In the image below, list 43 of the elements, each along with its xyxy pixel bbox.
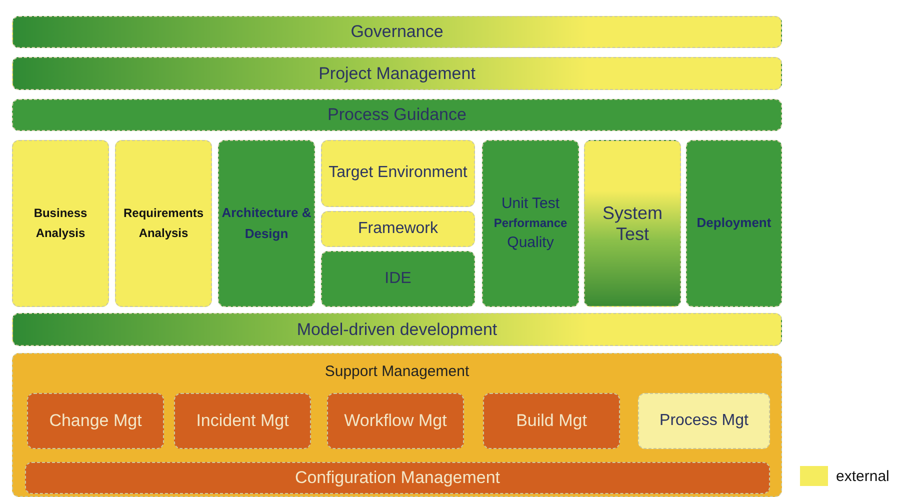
layer-band [12,16,782,48]
node-label: IDE [384,270,412,288]
legend-label: external [836,468,890,484]
node-label: Quality [507,234,554,252]
node-label: Framework [358,220,438,238]
activity-box [321,140,475,207]
activity-box [321,211,475,247]
node-label: Governance [350,22,444,42]
node-label: Model-driven development [296,320,498,340]
layer-band [12,57,782,90]
node-label: Performance [494,216,568,230]
activity-box [482,140,579,307]
process-box [174,393,311,449]
node-label: Workflow Mgt [344,411,447,431]
process-box [25,462,770,494]
node-label: Deployment [696,214,772,232]
activity-box [12,140,109,307]
group-title: Support Management [324,363,470,380]
node-label: Project Management [318,64,476,84]
node-label: System Test [601,202,664,244]
node-label: Architecture & Design [220,204,312,243]
node-label: Requirements Analysis [122,205,205,242]
node-label: Target Environment [328,164,468,183]
activity-box [686,140,782,307]
group-panel [12,353,782,497]
layer-band [12,313,782,346]
layer-band [12,99,782,131]
node-label: Process Guidance [328,105,466,125]
node-label: Unit Test [501,195,560,213]
activity-box [584,140,681,307]
process-box [483,393,620,449]
node-label: Business Analysis [32,205,88,242]
activity-box [218,140,315,307]
node-label: Incident Mgt [196,411,289,431]
process-box [327,393,464,449]
node-label: Build Mgt [516,411,587,431]
node-label: Configuration Management [294,468,500,488]
node-label: Change Mgt [49,411,142,431]
activity-box [115,140,212,307]
process-box [638,393,770,449]
process-box [27,393,164,449]
activity-box [321,251,475,307]
node-label: Process Mgt [660,412,748,430]
